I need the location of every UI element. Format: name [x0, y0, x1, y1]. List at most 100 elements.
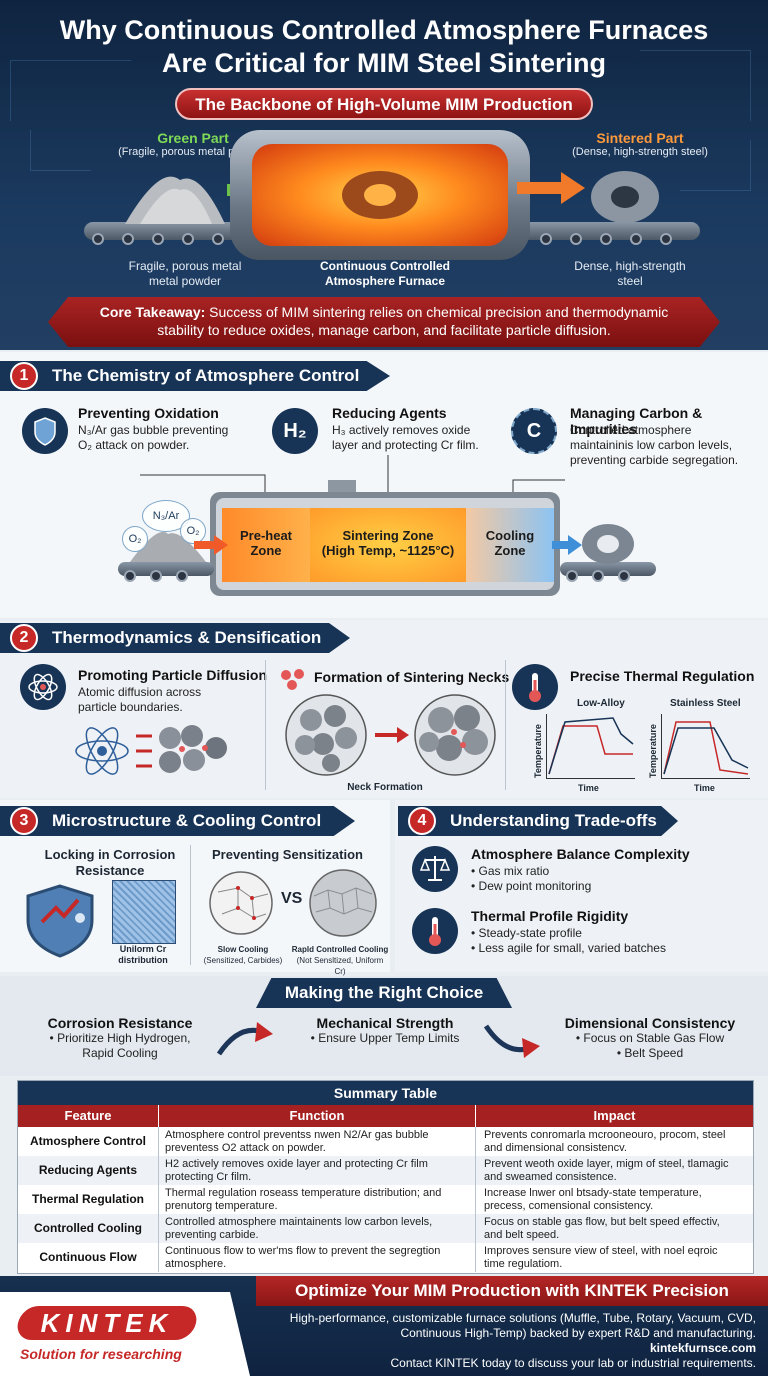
core-takeaway-banner: Core Takeaway: Success of MIM sintering … [48, 297, 720, 347]
row-3-feature: Thermal Regulation [31, 1192, 144, 1206]
particles-icon [281, 669, 304, 690]
diffusion-illustration [75, 725, 227, 775]
orange-arrow-icon [517, 172, 585, 204]
slow-cooling-sub: (Sensitized, Carbides) [203, 956, 283, 965]
caption-mid-2: Atmosphere Furnace [324, 274, 446, 288]
row-2-impact-2: and sweamed consistence. [484, 1171, 617, 1183]
cool-line2: Zone [494, 543, 526, 558]
curved-arrow-2-icon [483, 1024, 540, 1058]
row-2-function-1: H2 actively removes oxide layer and prot… [165, 1158, 428, 1170]
footer-line-1: High-performance, customizable furnace s… [289, 1311, 756, 1325]
takeaway-text-1: Success of MIM sintering relies on chemi… [205, 304, 669, 320]
ring-part-icon [342, 171, 418, 219]
gas-bubble-o2-right: O₂ [180, 518, 206, 544]
footer-contact: Contact KINTEK today to discuss your lab… [390, 1356, 757, 1370]
row-3-function-1: Thermal regulation roseass temperature d… [165, 1187, 442, 1199]
sintered-part-sub: (Dense, high-strength steel) [572, 146, 708, 158]
sinter-line2: (High Temp, ~1125°C) [321, 543, 455, 558]
necks-title: Formation of Sintering Necks [314, 669, 510, 685]
rigidity-bullet-2: Less agile for small, varied batches [478, 941, 666, 955]
chart-low-alloy-title: Low-Alloy [577, 698, 625, 709]
diagram-ring-icon [582, 524, 634, 564]
choice-strength-b1: Ensure Upper Temp Limits [318, 1031, 460, 1045]
chart-low-alloy-ylabel: Temperature [533, 724, 543, 778]
row-1-feature: Atmosphere Control [29, 1134, 146, 1148]
kintek-logo: KINTEK Solution for researching [0, 1292, 250, 1376]
row-3-function-2: prenutorg temperature. [165, 1200, 278, 1212]
summary-table: Summary Table Feature Function Impact At… [17, 1080, 754, 1274]
section-2-title: Thermodynamics & Densification [52, 628, 322, 647]
row-1-function-1: Atmosphere control preventss nwen N2/Ar … [165, 1129, 429, 1141]
hydrogen-icon: H₂ [272, 408, 318, 454]
row-3-impact-1: Increase lnwer onl btsady-state temperat… [484, 1187, 702, 1199]
row-2-feature: Reducing Agents [38, 1163, 138, 1177]
balance-bullet-2: Dew point monitoring [478, 879, 592, 893]
chart-stainless-title: Stainless Steel [670, 698, 741, 709]
section-4-title: Understanding Trade-offs [450, 811, 657, 830]
item-oxidation-line1: N₃/Ar gas bubble preventing [78, 423, 229, 437]
uniform-cr-texture [112, 880, 176, 944]
atom-icon [20, 664, 66, 710]
choice-corrosion-b2: Rapid Cooling [82, 1046, 158, 1060]
sensitization-title: Preventing Sensitization [212, 847, 363, 862]
lock-caption-2: distribution [118, 955, 168, 965]
row-4-feature: Controlled Cooling [34, 1221, 142, 1235]
preheat-line1: Pre-heat [239, 528, 293, 543]
section-3-header: 3 Microstructure & Cooling Control [0, 806, 355, 836]
choice-title: Making the Right Choice [284, 983, 484, 1002]
neck-caption: Neck Formation [347, 782, 423, 793]
hot-arrow-icon [194, 535, 228, 555]
choice-header: Making the Right Choice [256, 978, 512, 1008]
sintered-part-label: Sintered Part [596, 130, 684, 146]
row-2-impact-1: Prevent weoth oxide layer, migm of steel… [484, 1158, 729, 1170]
vs-label: VS [281, 890, 303, 907]
diagram-powder-icon [130, 531, 206, 562]
row-2-function-2: protecting Cr film. [165, 1171, 252, 1183]
footer-website-link[interactable]: kintekfurnsce.com [649, 1341, 756, 1355]
item-carbon-line2: maintaininis low carbon levels, [570, 438, 733, 452]
rapid-cooling-label: Rapld Controlled Cooling [291, 945, 389, 954]
furnace-illustration [230, 130, 530, 260]
chart-low-alloy [546, 714, 635, 779]
balance-bullet-1: Gas mix ratio [478, 864, 550, 878]
cool-line1: Cooling [485, 528, 535, 543]
lock-caption-1: Unilorm Cr [119, 944, 167, 954]
section-4-header: 4 Understanding Trade-offs [398, 806, 678, 836]
row-1-impact-2: and dimensional consistencv. [484, 1142, 627, 1154]
thermal-title: Precise Thermal Regulation [570, 668, 755, 684]
curved-arrow-1-icon [216, 1022, 273, 1056]
diagram-right-conveyor [560, 562, 656, 576]
rigidity-bullet-1: Steady-state profile [478, 926, 582, 940]
section-3-number: 3 [10, 807, 38, 835]
row-1-function-2: preventess O2 attack on powder. [165, 1142, 326, 1154]
rapid-cooling-sub: (Not Sensltized, Uniform Cr) [296, 956, 384, 976]
takeaway-text-2: stability to reduce oxides, manage carbo… [157, 322, 611, 338]
row-5-function-1: Continuous flow to wer'ms flow to preven… [165, 1245, 441, 1257]
title-line-2: Are Critical for MIM Steel Sintering [161, 48, 607, 78]
sintering-zone: Sintering Zone (High Temp, ~1125°C) [310, 508, 466, 582]
powder-pile-icon [125, 176, 225, 224]
corrosion-shield-icon [26, 884, 94, 958]
diffusion-line2: particle boundaries. [78, 700, 183, 714]
rigidity-title: Thermal Profile Rigidity [471, 908, 629, 924]
row-4-function-1: Controlled atmosphere maintainents low c… [165, 1216, 433, 1228]
choice-corrosion-title: Corrosion Resistance [47, 1015, 193, 1031]
green-part-label: Green Part [157, 130, 229, 146]
hero-section: Why Continuous Controlled Atmosphere Fur… [0, 0, 768, 350]
preheat-line2: Zone [250, 543, 282, 558]
chart-stainless [661, 714, 750, 779]
row-5-impact-2: time regulatiom. [484, 1258, 563, 1270]
footer-banner: Optimize Your MIM Production with KINTEK… [256, 1276, 768, 1306]
logo-text: KINTEK [40, 1308, 174, 1338]
diffusion-line1: Atomic diffusion across [78, 685, 202, 699]
slow-cooling-label: Slow Cooling [217, 945, 269, 954]
table-header-impact: Impact [476, 1105, 753, 1127]
carbon-icon: C [511, 408, 557, 454]
shield-icon [22, 408, 68, 454]
row-1-impact-1: Prevents conromarla mcrooneouro, procom,… [484, 1129, 726, 1141]
page-title: Why Continuous Controlled Atmosphere Fur… [0, 14, 768, 80]
lock-title-2: Resistance [75, 863, 145, 878]
takeaway-label: Core Takeaway: [99, 304, 206, 320]
thermometer-icon [512, 664, 558, 710]
row-4-impact-2: and belt speed. [484, 1229, 560, 1241]
